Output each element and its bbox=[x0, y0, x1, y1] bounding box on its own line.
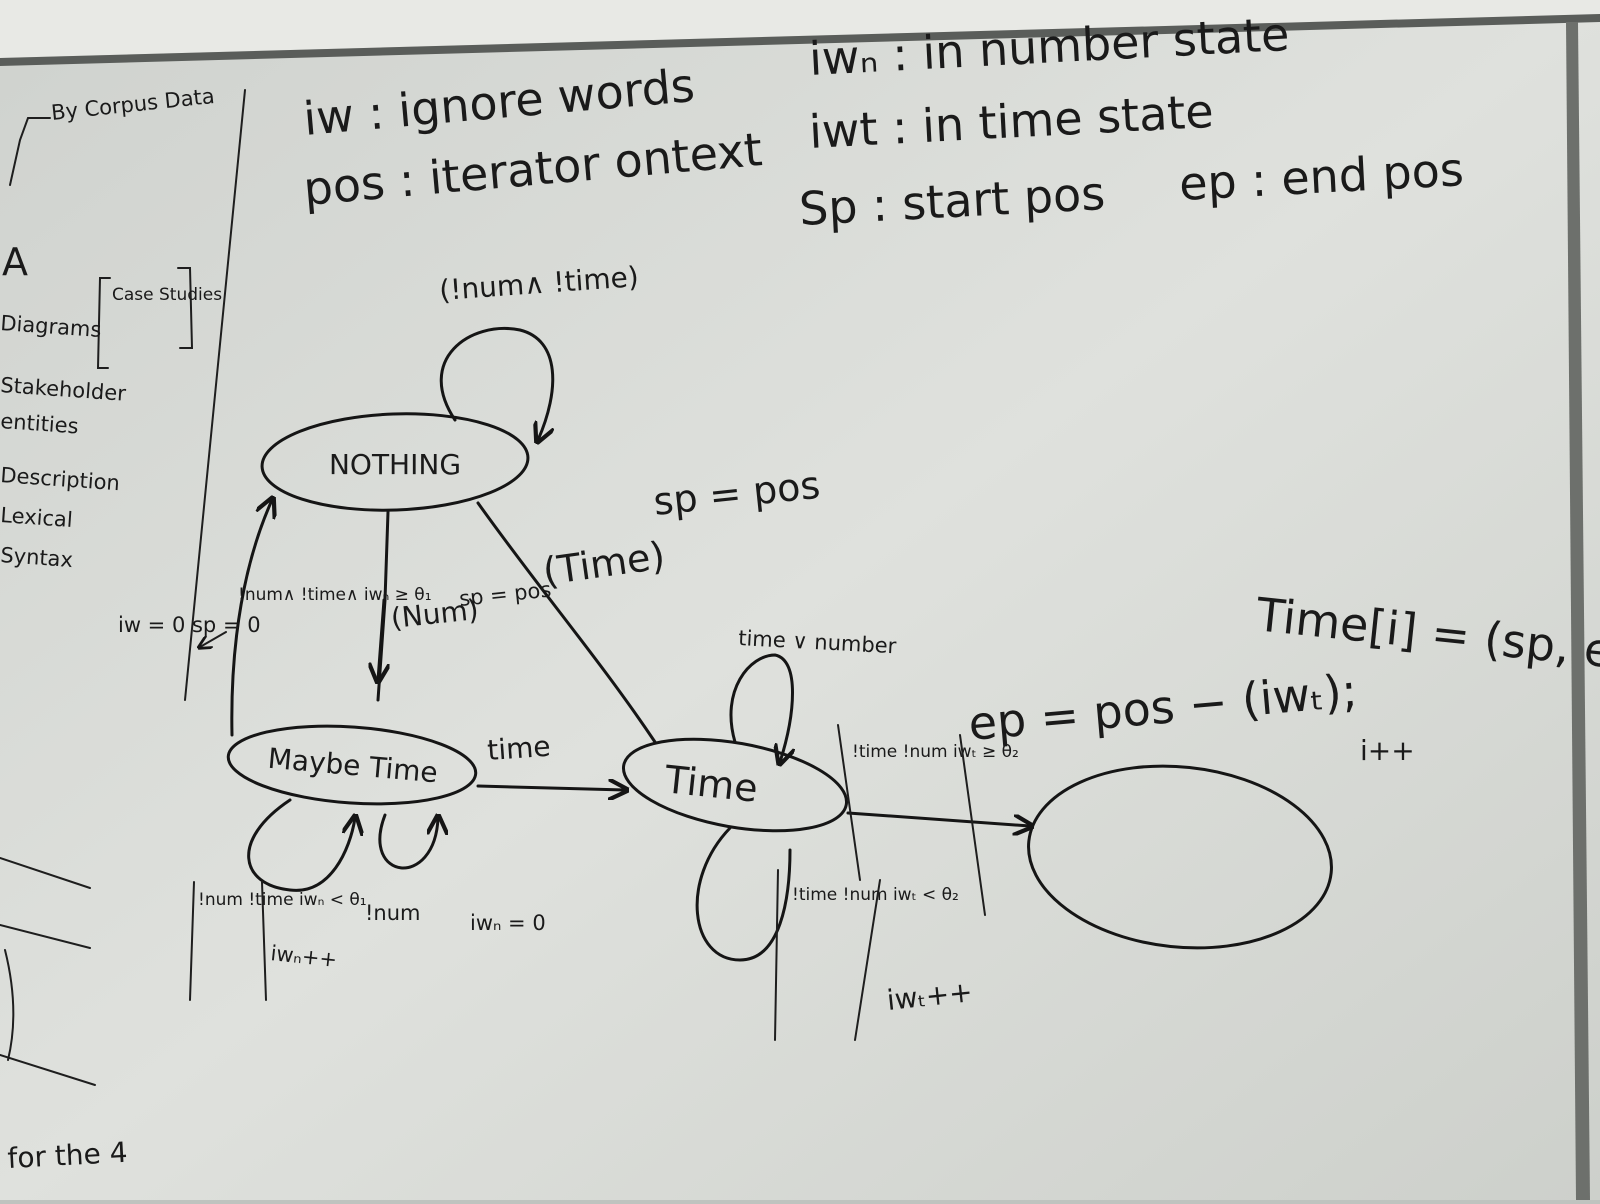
edge-time-self bbox=[729, 653, 793, 762]
edge-maybe-self-1-brackets bbox=[189, 881, 267, 1001]
state-nothing-ellipse bbox=[260, 412, 530, 512]
sidebar-case-studies: Case Studies bbox=[112, 285, 222, 305]
sidebar-footer: for the 4 bbox=[7, 1136, 129, 1175]
edge-time-to-end-brackets bbox=[837, 724, 986, 916]
case-bracket-left bbox=[96, 277, 111, 369]
state-time: Time bbox=[621, 737, 849, 833]
board-frame-top bbox=[0, 14, 1600, 66]
state-nothing-label: NOTHING bbox=[329, 448, 461, 481]
state-nothing: NOTHING bbox=[260, 412, 530, 512]
sidebar-line-1 bbox=[0, 857, 91, 889]
edge-time-self-2-brackets bbox=[774, 869, 881, 1041]
sidebar-line-2 bbox=[0, 924, 91, 949]
edge-maybe-to-nothing-label: !num∧ !time∧ iwₙ ≥ θ₁ bbox=[238, 585, 432, 605]
edge-time-self-2 bbox=[695, 826, 792, 962]
edge-maybe-to-time-label: time bbox=[486, 730, 551, 767]
state-end-ellipse bbox=[1027, 764, 1333, 950]
edge-time-self-2-label: !time !num iwₜ < θ₂ bbox=[792, 885, 959, 905]
state-time-ellipse bbox=[621, 737, 849, 833]
edge-maybe-self-2 bbox=[378, 815, 438, 870]
edge-nothing-self bbox=[439, 327, 553, 440]
divider-line bbox=[184, 89, 246, 701]
edge-maybe-self-2-label: !num bbox=[365, 901, 421, 925]
store-increment-label: i++ bbox=[1360, 734, 1415, 767]
sidebar-a: A bbox=[2, 240, 28, 284]
sidebar-item-5: Syntax bbox=[0, 543, 74, 572]
edge-maybe-self-1 bbox=[247, 798, 355, 892]
sidebar-line-3 bbox=[0, 1054, 96, 1086]
state-time-label: Time bbox=[662, 757, 760, 811]
case-bracket-right bbox=[177, 267, 194, 349]
edge-maybe-to-time bbox=[476, 786, 625, 790]
edge-maybe-to-nothing-action: iw = 0 sp = 0 bbox=[118, 613, 261, 637]
state-end bbox=[1027, 764, 1333, 950]
edge-maybe-to-nothing bbox=[230, 500, 272, 737]
edge-maybe-to-nothing-pointer bbox=[200, 631, 227, 647]
sidebar-curve bbox=[4, 949, 15, 1061]
sidebar-bracket bbox=[9, 117, 51, 186]
board-frame-right bbox=[1566, 22, 1590, 1200]
edge-maybe-self-1-label: !num !time iwₙ < θ₁ bbox=[198, 890, 367, 910]
sidebar-item-2: entities bbox=[0, 409, 79, 438]
edge-nothing-to-time bbox=[476, 501, 657, 744]
edge-maybe-self-2-action: iwₙ = 0 bbox=[470, 911, 546, 935]
board-top-edge bbox=[0, 0, 1600, 58]
edge-time-to-end-label: !time !num iwₜ ≥ θ₂ bbox=[852, 742, 1019, 762]
edge-nothing-to-maybe bbox=[378, 598, 384, 680]
state-maybe-time-ellipse bbox=[226, 724, 478, 806]
sidebar-item-4: Lexical bbox=[0, 503, 74, 532]
edge-time-to-end bbox=[846, 811, 1030, 826]
